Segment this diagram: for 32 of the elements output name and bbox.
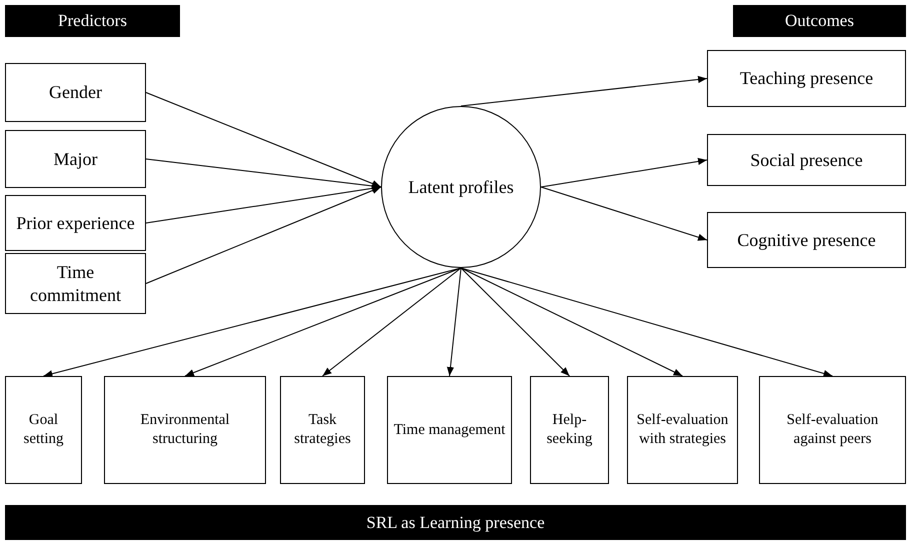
variable-box: Task strategies [280, 376, 365, 484]
arrow [146, 92, 382, 188]
arrow [322, 268, 462, 376]
variable-box: Self-evaluation with strategies [627, 376, 738, 484]
variable-box: Time management [387, 376, 512, 484]
variable-box: Environmental structuring [104, 376, 266, 484]
header-band: SRL as Learning presence [5, 505, 906, 540]
arrow [446, 268, 462, 376]
arrow [460, 268, 833, 377]
arrow [146, 158, 382, 190]
latent-ellipse: Latent profiles [381, 106, 541, 268]
arrow [460, 268, 683, 376]
variable-box: Cognitive presence [707, 212, 906, 268]
variable-box: Goal setting [5, 376, 82, 484]
arrow [460, 76, 708, 106]
arrow [540, 186, 708, 241]
arrow [43, 268, 462, 378]
arrow [540, 158, 708, 188]
header-band: Outcomes [733, 5, 906, 37]
variable-box: Time commitment [5, 253, 146, 314]
variable-box: Self-evaluation against peers [759, 376, 906, 484]
arrow [146, 186, 382, 284]
variable-box: Major [5, 130, 146, 188]
variable-box: Teaching presence [707, 50, 906, 107]
variable-box: Gender [5, 63, 146, 122]
header-band: Predictors [5, 5, 180, 37]
arrow [146, 184, 382, 224]
variable-box: Help-seeking [530, 376, 609, 484]
variable-box: Social presence [707, 134, 906, 186]
arrow [460, 268, 570, 376]
variable-box: Prior experience [5, 195, 146, 251]
arrow [184, 268, 462, 376]
